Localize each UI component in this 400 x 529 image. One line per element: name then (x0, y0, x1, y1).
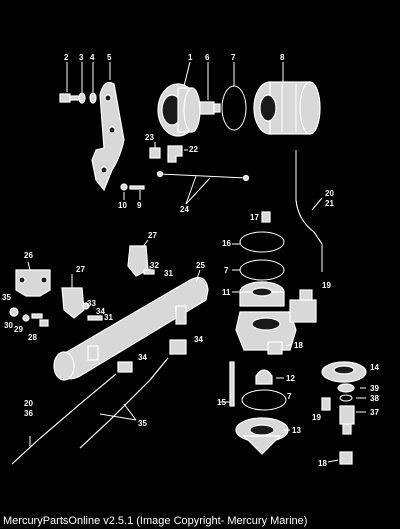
callout-19-low: 19 (312, 413, 321, 422)
bracket-part-5[interactable] (91, 81, 125, 192)
cover-part-13[interactable] (235, 417, 289, 455)
callout-3: 3 (79, 53, 84, 62)
callout-31-left: 31 (104, 313, 113, 322)
washer-part-39[interactable] (337, 383, 355, 393)
adapter-part-37[interactable] (339, 405, 355, 435)
callout-27-right: 27 (148, 231, 157, 240)
callout-11: 11 (222, 288, 231, 297)
fitting-part-18-low[interactable] (339, 451, 353, 465)
callout-15: 15 (217, 398, 226, 407)
cap-part-12[interactable] (255, 369, 273, 385)
callout-2: 2 (64, 53, 69, 62)
callout-16: 16 (222, 239, 231, 248)
o-ring-part-7-mid[interactable] (239, 259, 285, 281)
callout-26: 26 (24, 251, 33, 260)
callout-22: 22 (189, 145, 198, 154)
gasket-part-38[interactable] (339, 394, 353, 402)
callout-19-top: 19 (322, 281, 331, 290)
copyright-footer: MercuryPartsOnline v2.5.1 (Image Copyrig… (3, 515, 308, 527)
callout-7-low: 7 (287, 392, 292, 401)
callout-24: 24 (180, 205, 189, 214)
callout-labels: 2 3 4 5 1 6 7 8 23 22 10 9 24 20 21 17 1… (2, 53, 379, 468)
stud-part-15[interactable] (229, 361, 235, 407)
screw-part-32[interactable] (143, 269, 155, 275)
nut-part-35-left[interactable] (9, 307, 19, 317)
callout-20-right: 20 (325, 189, 334, 198)
o-ring-part-7-top[interactable] (221, 85, 247, 131)
callout-27-left: 27 (76, 265, 85, 274)
callout-35-left: 35 (2, 293, 11, 302)
o-ring-part-16[interactable] (239, 231, 285, 253)
callout-38: 38 (370, 394, 379, 403)
sender-part-23[interactable] (149, 147, 161, 159)
hose-part-20-36[interactable] (11, 373, 117, 465)
callout-10: 10 (118, 201, 127, 210)
callout-31-right: 31 (164, 269, 173, 278)
washer-part-33[interactable] (82, 302, 90, 310)
callout-1: 1 (188, 53, 193, 62)
callout-17: 17 (250, 213, 259, 222)
bracket-part-27-left[interactable] (61, 287, 85, 319)
bolt-part-31[interactable] (87, 315, 103, 321)
callout-13: 13 (292, 426, 301, 435)
hose-part-20-21[interactable] (295, 150, 323, 272)
callout-36: 36 (24, 409, 33, 418)
callout-34-b: 34 (194, 335, 203, 344)
callout-9: 9 (137, 201, 142, 210)
callout-8: 8 (280, 53, 285, 62)
callout-4: 4 (90, 53, 95, 62)
hose-part-35[interactable] (79, 357, 169, 449)
callout-18-mid: 18 (294, 341, 303, 350)
callout-29: 29 (14, 325, 23, 334)
callout-32: 32 (150, 261, 159, 270)
bolt-part-2[interactable] (59, 93, 81, 103)
fitting-part-6[interactable] (199, 101, 221, 115)
screw-part-10[interactable] (120, 183, 128, 191)
callout-7-mid: 7 (224, 266, 229, 275)
washer-part-3[interactable] (78, 92, 86, 104)
callout-39: 39 (370, 384, 379, 393)
callout-37: 37 (370, 408, 379, 417)
callout-7-top: 7 (231, 53, 236, 62)
fitting-part-34-b[interactable] (169, 339, 187, 355)
leader-lines (27, 61, 366, 463)
clip-part-19-low[interactable] (321, 397, 331, 411)
elbow-part-22[interactable] (167, 145, 183, 163)
fitting-part-17[interactable] (261, 211, 271, 223)
cover-part-14[interactable] (321, 361, 367, 383)
wire-part-24[interactable] (156, 170, 250, 182)
callout-23: 23 (145, 133, 154, 142)
washer-part-4[interactable] (89, 92, 97, 104)
housing-part-main[interactable] (235, 299, 317, 351)
washer-part-30[interactable] (22, 314, 30, 322)
plug-part-18-mid[interactable] (267, 341, 283, 355)
screw-part-29[interactable] (31, 313, 43, 319)
callout-33: 33 (87, 299, 96, 308)
fitting-part-28[interactable] (39, 319, 49, 327)
o-ring-part-7-low[interactable] (241, 389, 287, 411)
callout-34-a: 34 (138, 353, 147, 362)
callout-6: 6 (205, 53, 210, 62)
oil-filter-part-8[interactable] (253, 81, 321, 135)
callout-25: 25 (196, 261, 205, 270)
fitting-part-34-a[interactable] (117, 361, 133, 373)
clamp-part-26[interactable] (15, 269, 51, 297)
callout-34-left: 34 (96, 307, 105, 316)
callout-18-low: 18 (318, 459, 327, 468)
element-part-11[interactable] (239, 281, 285, 307)
callout-28: 28 (28, 333, 37, 342)
callout-21: 21 (325, 199, 334, 208)
callout-14: 14 (370, 363, 379, 372)
callout-12: 12 (286, 374, 295, 383)
bolt-part-9[interactable] (129, 185, 145, 190)
fitting-part-19-top[interactable] (299, 289, 313, 301)
callout-5: 5 (107, 53, 112, 62)
callout-30: 30 (4, 321, 13, 330)
filter-adapter-part-1[interactable] (157, 83, 201, 137)
callout-20-left: 20 (24, 399, 33, 408)
callout-35-low: 35 (138, 419, 147, 428)
